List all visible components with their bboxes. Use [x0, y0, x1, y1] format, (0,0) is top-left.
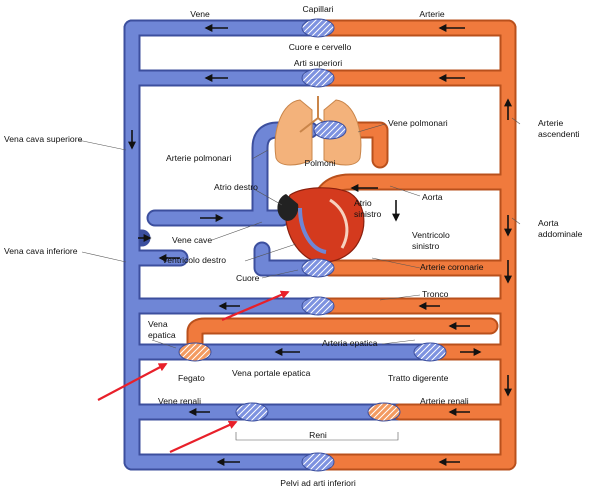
label-vene: Vene	[190, 9, 210, 19]
label-vena-epatica-1: Vena	[148, 319, 168, 329]
label-polmoni: Polmoni	[304, 158, 336, 168]
label-aorta-addominale-1: Aorta	[538, 218, 559, 228]
label-arti-superiori: Arti superiori	[293, 58, 343, 68]
label-tronco: Tronco	[422, 289, 449, 299]
label-ventricolo-destro: Ventricolo destro	[162, 255, 227, 265]
label-arterie-ascendenti-2: ascendenti	[538, 129, 580, 139]
label-vene-polmonari: Vene polmonari	[388, 118, 448, 128]
leader-lines	[77, 117, 521, 441]
red-annotation-arrows	[97, 290, 290, 454]
label-arterie-coronarie: Arterie coronarie	[420, 262, 484, 272]
label-capillari: Capillari	[302, 4, 334, 14]
heart-icon	[277, 187, 365, 263]
label-cuore-cervello: Cuore e cervello	[288, 42, 352, 52]
flow-arrows	[128, 24, 512, 466]
label-aorta-addominale-2: addominale	[538, 229, 583, 239]
lungs-icon	[274, 96, 362, 166]
label-vena-cava-superiore: Vena cava superiore	[4, 134, 83, 144]
label-tratto-digerente: Tratto digerente	[388, 373, 449, 383]
label-cuore: Cuore	[236, 273, 260, 283]
label-vene-renali: Vene renali	[158, 396, 202, 406]
label-vena-cava-inferiore: Vena cava inferiore	[4, 246, 78, 256]
label-arterie-renali: Arterie renali	[420, 396, 469, 406]
label-vena-portale-epatica: Vena portale epatica	[232, 368, 311, 378]
label-pelvi-arti-inferiori: Pelvi ad arti inferiori	[280, 478, 356, 488]
label-arterie: Arterie	[419, 9, 445, 19]
label-vene-cave: Vene cave	[172, 235, 213, 245]
label-fegato: Fegato	[178, 373, 205, 383]
label-ventricolo-sinistro-1: Ventricolo	[412, 230, 450, 240]
label-atrio-destro: Atrio destro	[214, 182, 258, 192]
label-atrio-sinistro-1: Atrio	[354, 198, 372, 208]
label-ventricolo-sinistro-2: sinistro	[412, 241, 440, 251]
label-arterie-ascendenti-1: Arterie	[538, 118, 564, 128]
label-arteria-epatica: Arteria epatica	[322, 338, 378, 348]
capillary-beds	[178, 18, 447, 472]
label-vena-epatica-2: epatica	[148, 330, 176, 340]
label-aorta: Aorta	[422, 192, 443, 202]
label-arterie-polmonari: Arterie polmonari	[166, 153, 232, 163]
label-reni: Reni	[309, 430, 327, 440]
label-atrio-sinistro-2: sinistro	[354, 209, 382, 219]
